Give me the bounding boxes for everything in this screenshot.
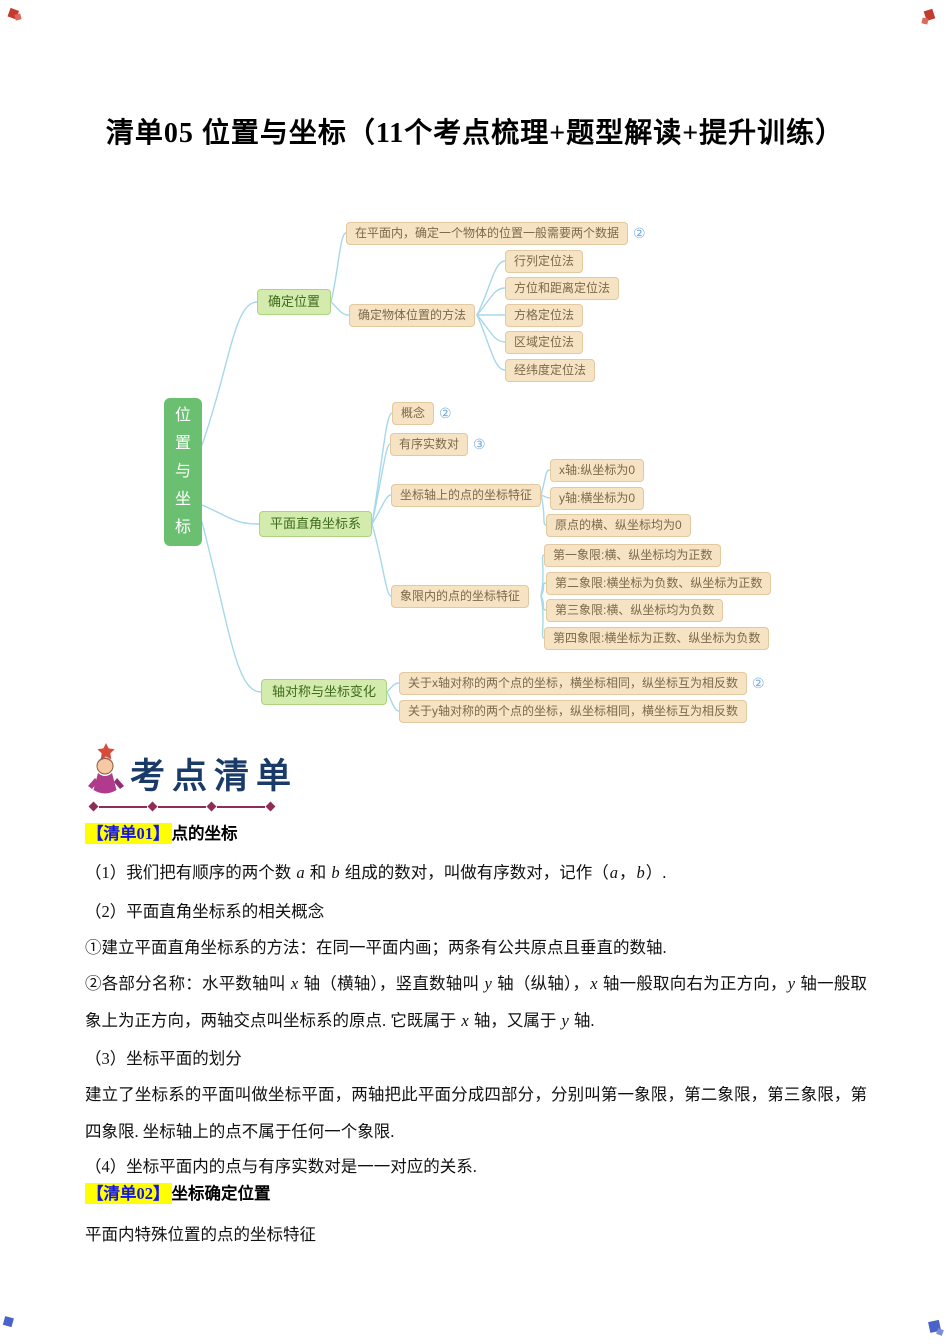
mindmap-node-group-concept: 概念 ②: [392, 402, 452, 425]
mindmap-node-position-methods: 确定物体位置的方法: [349, 304, 476, 327]
mindmap-diagram: 位置与坐标 确定位置 平面直角坐标系 轴对称与坐标变化 在平面内，确定一个物体的…: [164, 222, 772, 723]
math-variable: y: [787, 974, 796, 993]
math-variable: y: [561, 1011, 569, 1030]
text-segment: 轴一般取向右为正方向，: [598, 974, 787, 993]
mindmap-node-region-method: 区域定位法: [505, 331, 584, 354]
mascot-icon: [88, 743, 124, 794]
diamond-shape: [206, 801, 217, 812]
corner-mark-top-right: [921, 8, 936, 25]
corner-mark-bottom-right: [928, 1319, 944, 1336]
mindmap-node-grid-method: 方格定位法: [505, 304, 584, 327]
math-variable: x: [461, 1011, 469, 1030]
mindmap-branch-determine-position: 确定位置: [257, 289, 332, 315]
list-heading-02: 【清单02】坐标确定位置: [85, 1182, 271, 1206]
math-variable: y: [484, 974, 492, 993]
circled-number-badge: ②: [633, 225, 646, 241]
paragraph-related-concepts: （2）平面直角坐标系的相关概念: [85, 902, 325, 921]
text-segment: ，: [619, 863, 636, 882]
text-segment: 轴.: [569, 1011, 595, 1030]
corner-mark-bottom-left: [2, 1316, 14, 1328]
text-segment: ②各部分名称：水平数轴叫: [85, 974, 290, 993]
divider-line: [158, 805, 206, 808]
mindmap-node-axis-point-features: 坐标轴上的点的坐标特征: [391, 484, 542, 507]
text-segment: 和: [305, 863, 331, 882]
mindmap-branch-axis-symmetry: 轴对称与坐标变化: [261, 679, 388, 705]
math-variable: b: [636, 863, 645, 882]
corner-mark-top-left: [7, 7, 22, 21]
mindmap-node-concept: 概念: [392, 402, 435, 425]
paragraph-one-to-one: （4）坐标平面内的点与有序实数对是一一对应的关系.: [85, 1157, 477, 1176]
mindmap-node-two-data: 在平面内，确定一个物体的位置一般需要两个数据: [346, 222, 629, 245]
mindmap-node-quadrant-4: 第四象限:横坐标为正数、纵坐标为负数: [544, 627, 770, 650]
math-variable: a: [609, 863, 618, 882]
mindmap-node-latitude-longitude-method: 经纬度定位法: [505, 359, 596, 382]
math-variable: x: [290, 974, 299, 993]
text-segment: 轴（纵轴），: [492, 974, 590, 993]
mindmap-node-group-ordered-pair: 有序实数对 ③: [390, 433, 486, 456]
mindmap-node-ordered-pair: 有序实数对: [390, 433, 469, 456]
mindmap-connector-lines: [201, 232, 551, 712]
circled-number-badge: ③: [473, 436, 486, 452]
paragraph-ordered-pair: （1）我们把有顺序的两个数 a 和 b 组成的数对，叫做有序数对，记作（a，b）…: [85, 854, 867, 891]
mindmap-node-x-axis-feature: x轴:纵坐标为0: [550, 459, 645, 482]
mindmap-node-group-x-symmetry: 关于x轴对称的两个点的坐标，横坐标相同，纵坐标互为相反数 ②: [399, 672, 765, 695]
mindmap-node-x-axis-symmetry: 关于x轴对称的两个点的坐标，横坐标相同，纵坐标互为相反数: [399, 672, 748, 695]
paragraph-plane-division-body: 建立了坐标系的平面叫做坐标平面，两轴把此平面分成四部分，分别叫第一象限，第二象限…: [85, 1085, 867, 1141]
mindmap-node-row-column-method: 行列定位法: [505, 250, 584, 273]
mindmap-node-group-two-data: 在平面内，确定一个物体的位置一般需要两个数据 ②: [346, 222, 646, 245]
diamond-shape: [265, 801, 276, 812]
text-segment: ）.: [645, 863, 667, 882]
mindmap-node-y-axis-symmetry: 关于y轴对称的两个点的坐标，纵坐标相同，横坐标互为相反数: [399, 700, 748, 723]
mindmap-node-quadrant-point-features: 象限内的点的坐标特征: [391, 585, 530, 608]
list-heading-01: 【清单01】点的坐标: [85, 822, 238, 846]
paragraph-build-method: ①建立平面直角坐标系的方法：在同一平面内画；两条有公共原点且垂直的数轴.: [85, 938, 667, 957]
mindmap-node-quadrant-1: 第一象限:横、纵坐标均为正数: [544, 544, 722, 567]
mindmap-node-y-axis-feature: y轴:横坐标为0: [550, 487, 645, 510]
divider-line: [99, 805, 147, 808]
math-variable: x: [590, 974, 598, 993]
paragraph-part-names: ②各部分名称：水平数轴叫 x 轴（横轴），竖直数轴叫 y 轴（纵轴），x 轴一般…: [85, 965, 867, 1039]
mindmap-node-bearing-distance-method: 方位和距离定位法: [505, 277, 620, 300]
text-segment: 轴一般取象上为正方向，两轴交点叫坐标系的原点. 它既属于: [85, 974, 868, 1030]
section-title: 考点清单: [130, 757, 299, 796]
mindmap-node-origin-feature: 原点的横、纵坐标均为0: [546, 514, 691, 537]
math-variable: b: [331, 863, 340, 882]
text-segment: 组成的数对，叫做有序数对，记作（: [340, 863, 609, 882]
diamond-shape: [147, 801, 158, 812]
highlight-badge-02: 【清单02】: [85, 1183, 172, 1204]
heading-text-01: 点的坐标: [171, 824, 238, 843]
text-segment: 轴（横轴），竖直数轴叫: [299, 974, 484, 993]
heading-text-02: 坐标确定位置: [171, 1184, 271, 1203]
mindmap-branch-coordinate-system: 平面直角坐标系: [259, 511, 373, 537]
text-segment: （1）我们把有顺序的两个数: [85, 863, 296, 882]
math-variable: a: [296, 863, 305, 882]
diamond-shape: [88, 801, 99, 812]
circled-number-badge: ②: [439, 405, 452, 421]
circled-number-badge: ②: [752, 675, 765, 691]
text-segment: 轴，又属于: [469, 1011, 561, 1030]
mindmap-node-quadrant-3: 第三象限:横、纵坐标均为负数: [546, 599, 724, 622]
paragraph-special-position: 平面内特殊位置的点的坐标特征: [85, 1225, 316, 1244]
mindmap-root-node: 位置与坐标: [164, 398, 202, 546]
divider-line: [217, 805, 265, 808]
highlight-badge-01: 【清单01】: [85, 823, 172, 844]
document-title: 清单05 位置与坐标（11个考点梳理+题型解读+提升训练）: [105, 117, 845, 149]
mindmap-node-quadrant-2: 第二象限:横坐标为负数、纵坐标为正数: [546, 572, 772, 595]
decorative-divider: [88, 801, 276, 812]
paragraph-plane-division-title: （3）坐标平面的划分: [85, 1049, 242, 1068]
